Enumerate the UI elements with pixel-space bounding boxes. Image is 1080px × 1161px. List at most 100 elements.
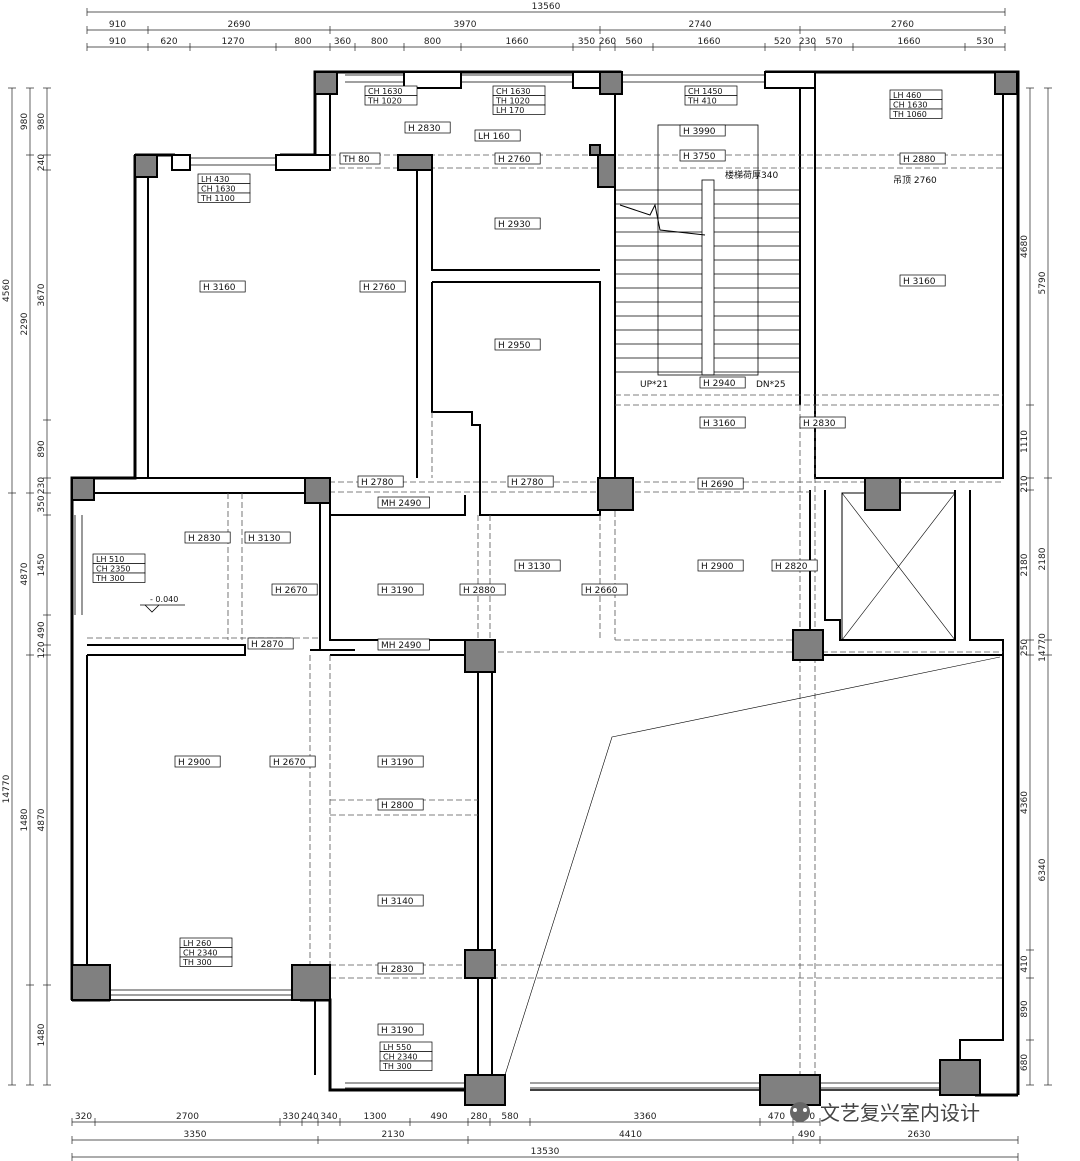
height-tag: H 2820 <box>775 562 808 572</box>
top-detail-dimension: 570 <box>825 37 842 47</box>
height-tag-box <box>771 559 818 572</box>
column <box>589 144 601 156</box>
height-tag-box <box>514 559 561 572</box>
height-tag-box <box>339 152 381 165</box>
top-detail-dimension: 230 <box>799 37 816 47</box>
window-tag: CH 1630 <box>201 185 236 194</box>
window-blocks <box>171 71 816 171</box>
level-marker: - 0.040 <box>140 595 185 613</box>
height-tag-box <box>377 962 424 975</box>
top-dimension: 2760 <box>891 20 914 30</box>
height-tag-box <box>377 798 424 811</box>
bottom-detail-dimension: 490 <box>430 1112 447 1122</box>
height-tag: H 3130 <box>248 534 281 544</box>
void-lines <box>504 656 1001 1076</box>
column <box>134 154 158 178</box>
height-tag-box <box>174 755 221 768</box>
window-tag-box <box>92 572 146 583</box>
top-detail-dimension: 800 <box>371 37 388 47</box>
height-tag: H 2690 <box>701 480 734 490</box>
column <box>397 154 433 171</box>
bottom-detail-dimension: 340 <box>320 1112 337 1122</box>
staircase <box>615 124 800 376</box>
left-dimension: 980 <box>20 113 30 130</box>
window-tag: TH 410 <box>687 97 717 106</box>
top-detail-dimension: 1270 <box>222 37 245 47</box>
window-tag: TH 1100 <box>200 194 235 203</box>
height-tag-box <box>359 280 406 293</box>
top-detail-dimension: 520 <box>774 37 791 47</box>
window-tag-box <box>379 1060 433 1071</box>
height-tag: H 3190 <box>381 1026 414 1036</box>
right-detail-dimension: 2180 <box>1020 553 1030 576</box>
window-tag: TH 300 <box>182 958 212 967</box>
column <box>71 964 111 1001</box>
height-tag: TH 80 <box>342 155 370 165</box>
height-tag-box <box>581 583 628 596</box>
top-detail-dimension: 1660 <box>898 37 921 47</box>
bottom-detail-dimension: 2700 <box>176 1112 199 1122</box>
height-tag: H 3130 <box>518 562 551 572</box>
window-tag: TH 1060 <box>892 110 927 119</box>
bottom-detail-dimension: 320 <box>75 1112 92 1122</box>
top-detail-dimension: 800 <box>424 37 441 47</box>
height-tag: H 3160 <box>903 277 936 287</box>
left-detail-dimension: 4870 <box>37 808 47 831</box>
window-tag: TH 1020 <box>495 97 530 106</box>
left-dimension: 1480 <box>20 808 30 831</box>
bottom-detail-dimension: 3360 <box>634 1112 657 1122</box>
height-tag-box <box>494 152 541 165</box>
right-dimension: 5790 <box>1038 271 1048 294</box>
height-tag: H 3750 <box>683 152 716 162</box>
bottom-detail-dimension: 280 <box>470 1112 487 1122</box>
bottom-detail-dimension: 330 <box>282 1112 299 1122</box>
column <box>291 964 331 1001</box>
height-tag-box <box>699 416 746 429</box>
level-label: - 0.040 <box>150 595 178 604</box>
top-detail-dimension: 1660 <box>698 37 721 47</box>
right-dimension: 2180 <box>1038 547 1048 570</box>
plan-note: 楼梯荷厚340 <box>725 169 778 181</box>
structural-columns <box>71 71 1018 1106</box>
window-tag-box <box>179 956 233 967</box>
window-tag: LH 510 <box>96 555 124 564</box>
height-tag-box <box>377 583 424 596</box>
column <box>464 1074 506 1106</box>
window-tag: LH 170 <box>496 106 524 115</box>
top-detail-dimension: 1660 <box>506 37 529 47</box>
bottom-detail-dimension: 470 <box>768 1112 785 1122</box>
right-detail-dimension: 250 <box>1020 639 1030 656</box>
dimension-lines <box>8 8 1052 1161</box>
height-tag-box <box>247 637 294 650</box>
walls <box>70 70 1020 1097</box>
column <box>464 949 496 979</box>
height-tag-box <box>494 338 541 351</box>
window-tag: TH 300 <box>382 1062 412 1071</box>
height-tag: H 3990 <box>683 127 716 137</box>
right-detail-dimension: 890 <box>1020 1000 1030 1017</box>
left-detail-dimension: 1480 <box>37 1023 47 1046</box>
window-tag: CH 2340 <box>183 949 218 958</box>
window-tag: CH 2350 <box>96 565 131 574</box>
column <box>597 154 616 188</box>
height-tag: H 2660 <box>585 586 618 596</box>
column <box>464 639 496 673</box>
column <box>71 477 95 501</box>
top-detail-dimension: 800 <box>294 37 311 47</box>
right-detail-dimension: 1110 <box>1020 430 1030 453</box>
column <box>864 477 901 511</box>
height-tag-box <box>184 531 231 544</box>
bottom-dimension: 2630 <box>908 1130 931 1140</box>
left-total-dimension: 14770 <box>2 774 12 803</box>
height-tag-box <box>377 1023 424 1036</box>
height-tag-box <box>679 124 726 137</box>
plan-note: 吊顶 2760 <box>893 175 937 186</box>
window-tag: CH 2340 <box>383 1053 418 1062</box>
height-tag-box <box>357 475 404 488</box>
height-tag: H 3190 <box>381 586 414 596</box>
top-detail-dimension: 910 <box>109 37 126 47</box>
left-detail-dimension: 1450 <box>37 553 47 576</box>
height-tag-box <box>699 376 746 389</box>
